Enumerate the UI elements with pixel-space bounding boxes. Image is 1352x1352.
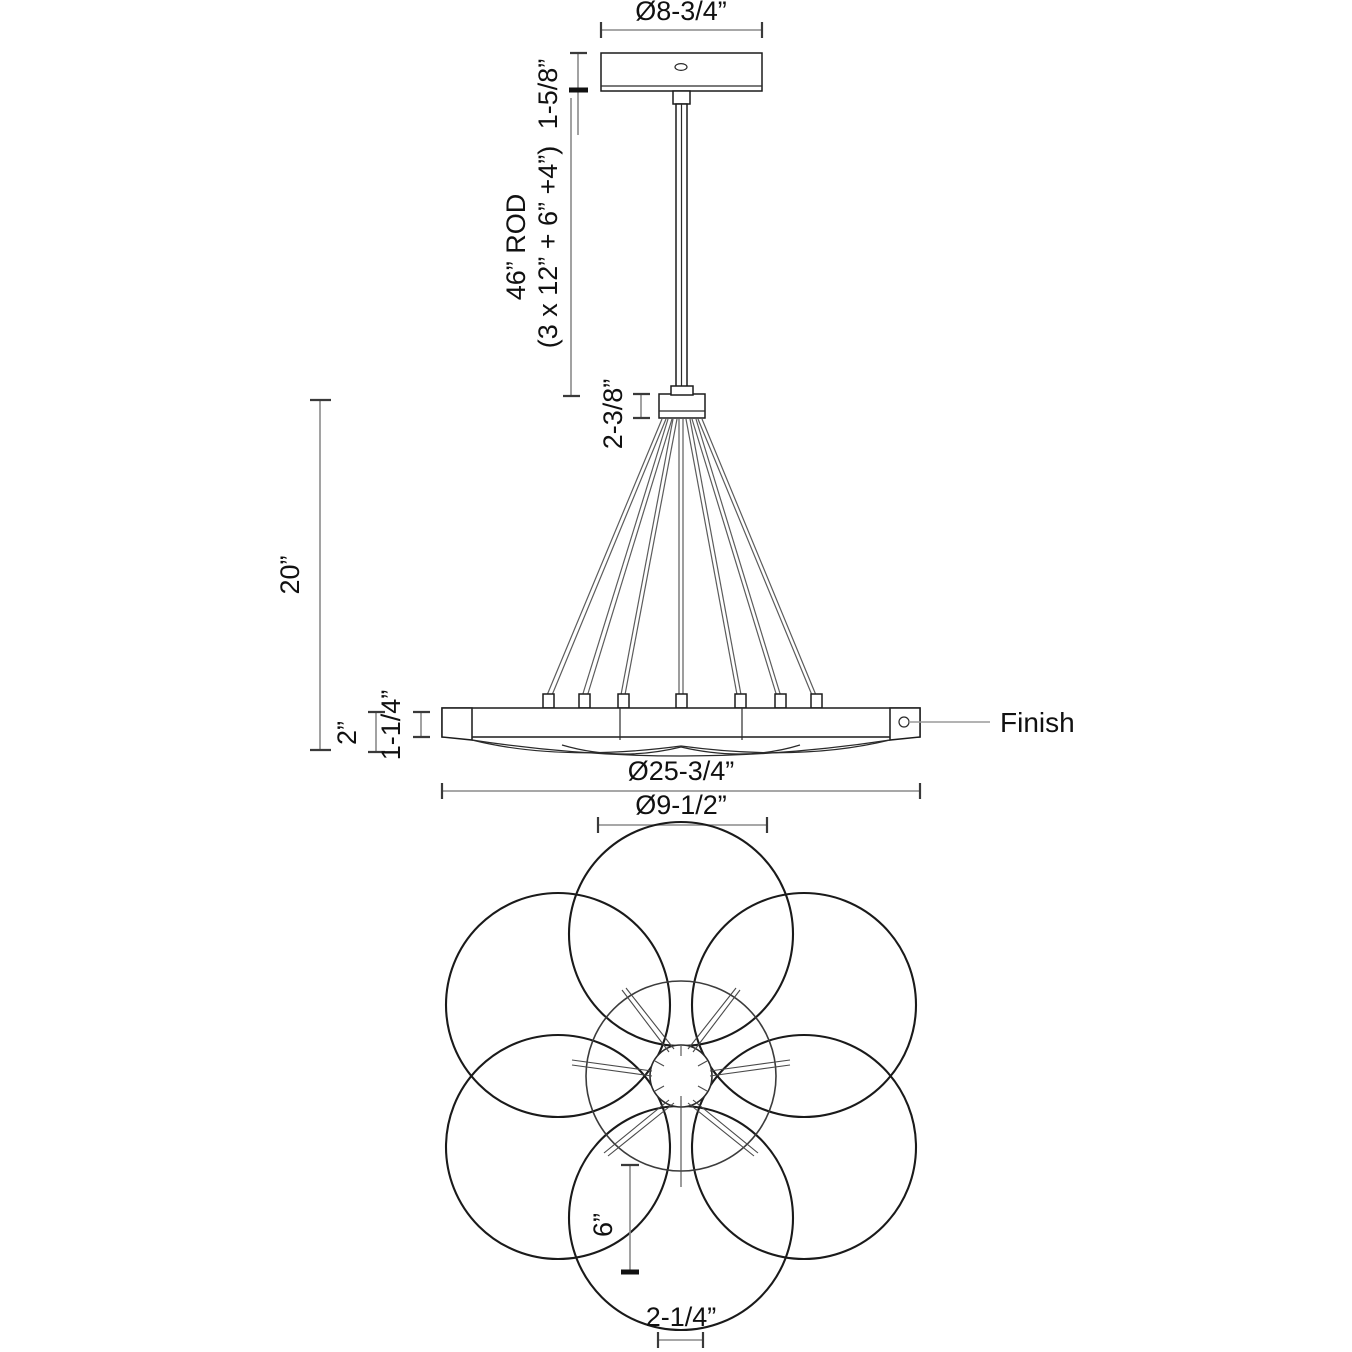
label-canopy-diameter: Ø8-3/4” (635, 0, 727, 26)
label-overall-drop: 20” (275, 555, 305, 594)
dim-overall-drop (310, 398, 331, 752)
dim-ring-outer-diameter (440, 783, 922, 799)
canopy (600, 52, 763, 92)
label-globe-diameter: 6” (588, 1213, 618, 1237)
label-canopy-height: 1-5/8” (533, 59, 563, 130)
dim-hub-height (633, 392, 650, 420)
label-hub-height: 2-3/8” (598, 379, 628, 450)
plan-outer-circles (444, 820, 918, 1332)
label-body-height: 2” (332, 721, 362, 745)
ring-body-elevation (441, 707, 921, 757)
label-rod-length-line1: 46” ROD (501, 194, 531, 301)
plan-center-hub (649, 1044, 713, 1108)
dim-body-height (368, 710, 385, 754)
dim-body-inner-height (413, 710, 430, 739)
label-rod-length-line2: (3 x 12” + 6” +4”) (533, 146, 563, 349)
dim-canopy-diameter (599, 22, 764, 38)
cable-end-caps (542, 693, 823, 709)
cable-hub (658, 385, 706, 419)
dim-globe-diameter (621, 1163, 639, 1275)
suspension-cables (544, 418, 819, 701)
label-body-inner-height: 1-1/4” (376, 690, 406, 761)
dim-canopy-height (569, 51, 588, 135)
plan-spokes (571, 987, 791, 1187)
label-globe-gap: 2-1/4” (646, 1302, 717, 1332)
dim-globe-gap (656, 1332, 705, 1348)
stem-rod (672, 90, 691, 395)
dim-ring-inner-diameter (596, 817, 769, 833)
label-ring-inner-diameter: Ø9-1/2” (635, 790, 727, 820)
label-ring-outer-diameter: Ø25-3/4” (628, 756, 735, 786)
dim-rod-length (563, 98, 580, 398)
label-finish-callout: Finish (1000, 707, 1075, 738)
